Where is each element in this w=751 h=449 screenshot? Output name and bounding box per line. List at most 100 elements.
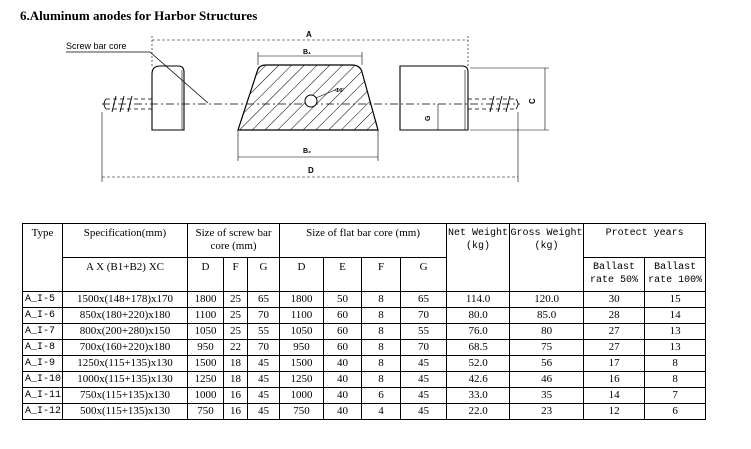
cell-flat-g: 65 [400,291,448,308]
cell-ballast-100: 13 [644,323,707,340]
cell-gross-weight: 23 [509,403,585,420]
cell-flat-e: 40 [323,371,363,388]
header-sub-d1: D [187,257,224,292]
cell-flat-g: 45 [400,403,448,420]
cell-flat-e: 60 [323,307,363,324]
cell-type: A_I-11 [22,387,63,404]
cell-type: A_I-10 [22,371,63,388]
cell-gross-weight: 35 [509,387,585,404]
header-spec-formula: A X (B1+B2) XC [62,257,188,292]
cell-ballast-50: 30 [583,291,646,308]
cell-ballast-50: 12 [583,403,646,420]
cell-screw-d: 1500 [187,355,224,372]
cell-screw-g: 55 [246,323,281,340]
header-gross-weight: Gross Weight (kg) [509,223,585,258]
cell-flat-d: 1050 [279,323,325,340]
cell-specification: 800x(200+280)x150 [62,323,188,340]
cell-ballast-100: 8 [644,355,707,372]
header-sub-e: E [323,257,363,292]
cell-type: A_I-12 [22,403,63,420]
cell-flat-f: 8 [361,355,402,372]
cell-flat-f: 8 [361,339,402,356]
cell-type: A_I-8 [22,339,63,356]
cell-specification: 1250x(115+135)x130 [62,355,188,372]
header-sub-g2: G [400,257,448,292]
cell-ballast-100: 8 [644,371,707,388]
cell-specification: 1000x(115+135)x130 [62,371,188,388]
cell-ballast-50: 14 [583,387,646,404]
screw-bar-core-label: Screw bar core [66,41,127,51]
header-type: Type [22,223,63,258]
header-ballast-50: Ballast rate 50% [583,257,646,292]
cell-screw-f: 25 [223,323,248,340]
cell-screw-d: 1100 [187,307,224,324]
specification-table: Type Specification(mm) Size of screw bar… [22,223,707,420]
cell-ballast-50: 27 [583,339,646,356]
cell-flat-g: 70 [400,339,448,356]
dim-d-label: D [308,166,314,175]
dim-g-label: G [425,115,432,121]
cell-flat-g: 55 [400,323,448,340]
cell-flat-g: 45 [400,355,448,372]
cell-screw-d: 1250 [187,371,224,388]
cell-ballast-50: 16 [583,371,646,388]
left-rod-thread [111,95,133,113]
cell-gross-weight: 75 [509,339,585,356]
cell-screw-d: 950 [187,339,224,356]
cell-flat-f: 8 [361,307,402,324]
header-protect-years: Protect years [583,223,707,258]
dim-c-label: C [528,98,537,104]
cell-ballast-50: 17 [583,355,646,372]
cell-screw-f: 25 [223,291,248,308]
cell-flat-e: 50 [323,291,363,308]
cell-net-weight: 22.0 [446,403,511,420]
cell-flat-d: 1100 [279,307,325,324]
cell-gross-weight: 56 [509,355,585,372]
cell-net-weight: 42.6 [446,371,511,388]
cell-screw-f: 18 [223,371,248,388]
cell-flat-e: 60 [323,339,363,356]
dim-b1-label: B₁ [303,49,311,56]
header-screw-bar: Size of screw bar core (mm) [186,223,281,258]
cell-screw-g: 45 [246,403,281,420]
cell-screw-g: 65 [246,291,281,308]
cell-screw-d: 1000 [187,387,224,404]
cell-flat-e: 40 [323,387,363,404]
header-flat-bar: Size of flat bar core (mm) [279,223,448,258]
cell-flat-d: 1500 [279,355,325,372]
cell-flat-f: 8 [361,371,402,388]
cell-flat-d: 950 [279,339,325,356]
header-net-weight-cont [446,257,511,292]
cell-flat-f: 8 [361,323,402,340]
header-ballast-100: Ballast rate 100% [644,257,707,292]
cell-type: A_I-9 [22,355,63,372]
screw-bar-leader-diag [149,51,209,104]
cell-screw-f: 18 [223,355,248,372]
cell-screw-g: 70 [246,339,281,356]
cell-flat-f: 4 [361,403,402,420]
cell-screw-d: 750 [187,403,224,420]
cell-ballast-100: 14 [644,307,707,324]
cell-flat-g: 45 [400,371,448,388]
cell-ballast-100: 6 [644,403,707,420]
cell-screw-f: 16 [223,403,248,420]
cell-type: A_I-6 [22,307,63,324]
cell-screw-d: 1050 [187,323,224,340]
cell-ballast-50: 28 [583,307,646,324]
cell-screw-g: 70 [246,307,281,324]
right-end-view [399,65,469,131]
core-leader [315,89,336,99]
anode-drawing: Screw bar core ΦF A B₁ B₂ D C G [66,30,549,182]
cell-flat-g: 45 [400,387,448,404]
cell-flat-g: 70 [400,307,448,324]
cell-ballast-100: 13 [644,339,707,356]
cell-net-weight: 33.0 [446,387,511,404]
cell-ballast-100: 15 [644,291,707,308]
dim-a-label: A [306,30,312,39]
